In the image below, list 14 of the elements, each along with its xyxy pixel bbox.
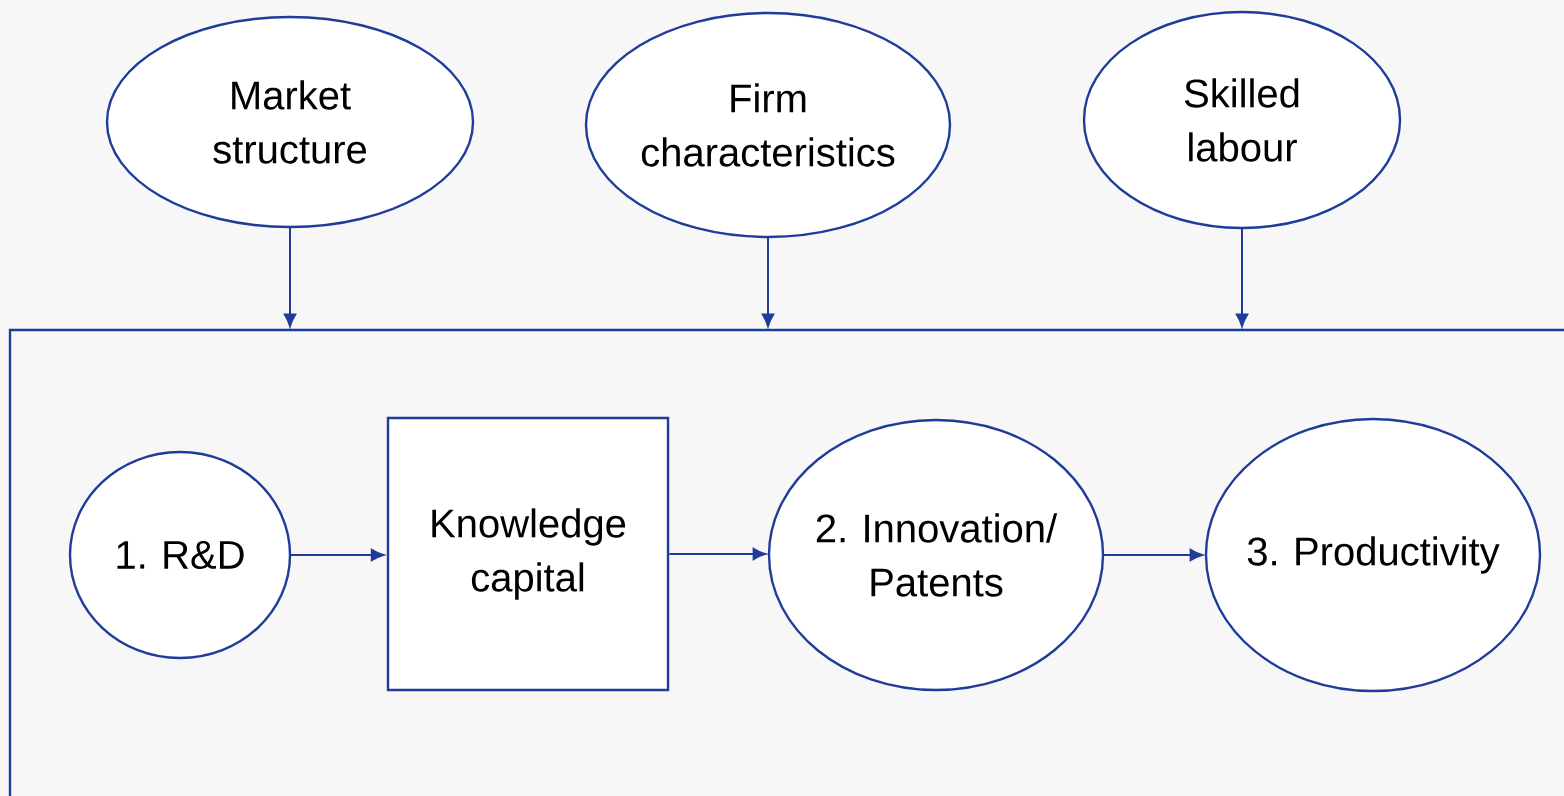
process-box: Knowledge capital	[386, 416, 670, 692]
ellipse-node: Skilled labour	[1082, 10, 1402, 230]
ellipse-node: 3. Productivity	[1204, 417, 1542, 693]
ellipse-node: 1. R&D	[68, 450, 292, 660]
ellipse-node: Firm characteristics	[584, 11, 952, 239]
arrow	[668, 547, 767, 561]
arrow	[761, 236, 775, 328]
ellipse-node: 2. Innovation/ Patents	[767, 418, 1105, 692]
arrow	[1102, 548, 1204, 562]
arrow	[1235, 227, 1249, 328]
arrow	[289, 548, 385, 562]
ellipse-node: Market structure	[105, 15, 475, 229]
arrow	[283, 226, 297, 328]
frame-line	[8, 328, 1564, 796]
